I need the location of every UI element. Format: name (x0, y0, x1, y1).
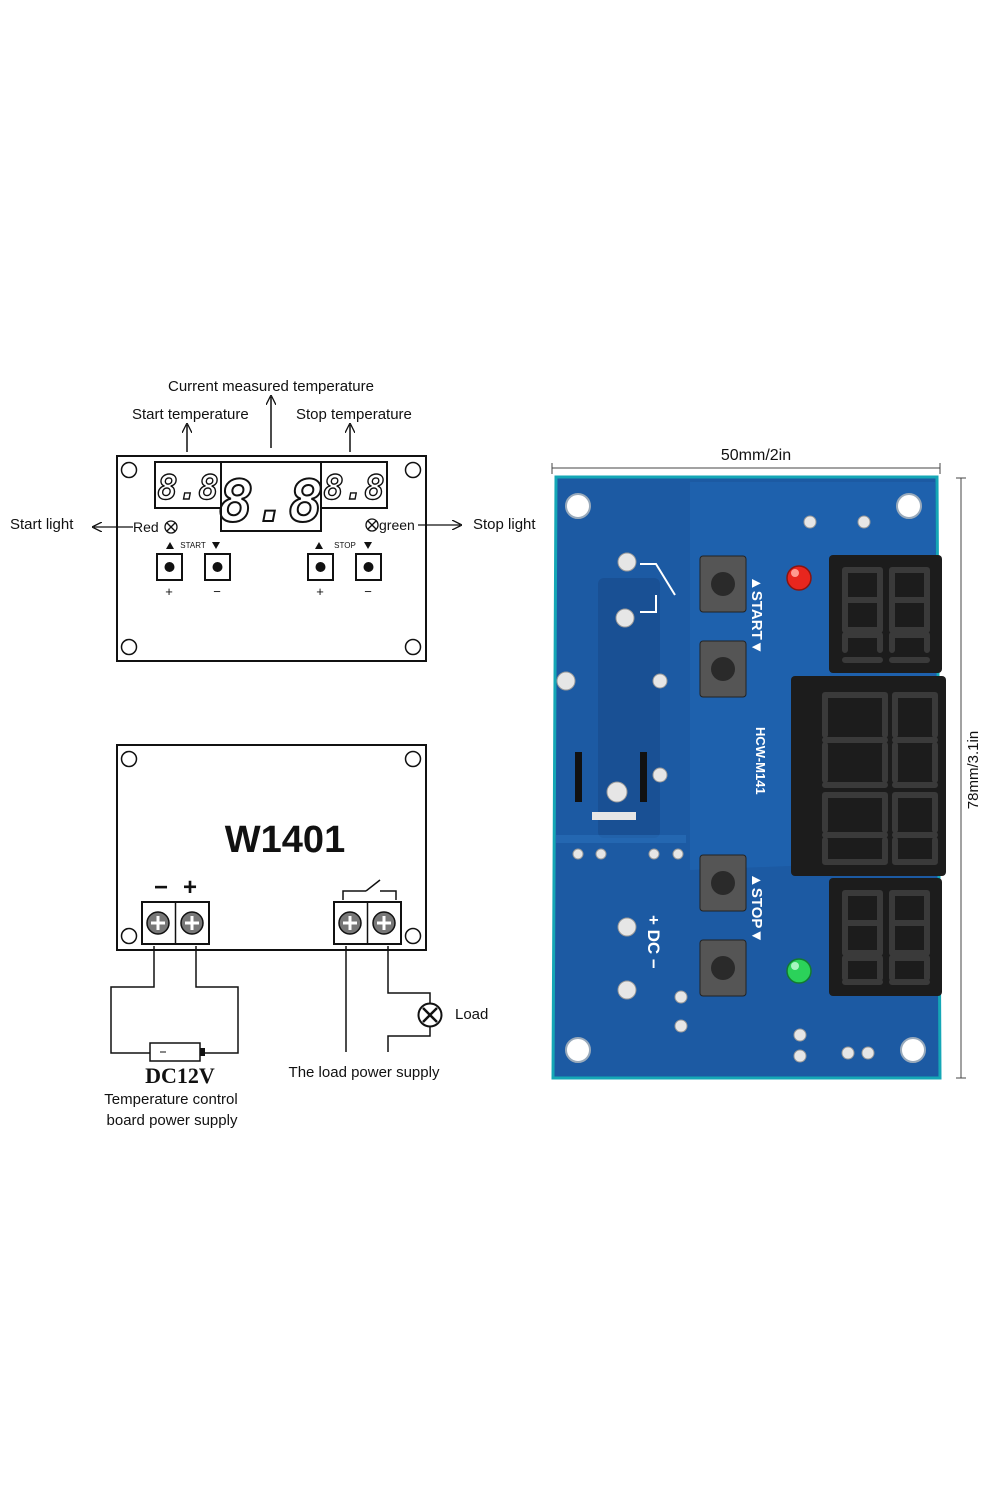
power-minus-sign: − (154, 874, 168, 901)
green-light-label: green (379, 517, 415, 533)
start-display-digits: 8.8 (157, 468, 218, 508)
pcb-start-display (829, 555, 942, 673)
pcb-current-display (791, 676, 946, 876)
red-light-icon (164, 520, 178, 534)
silkscreen-bar (592, 812, 636, 820)
stop-temperature-display (320, 461, 388, 509)
power-supply-label-line1: Temperature control (104, 1091, 237, 1108)
mount-hole (404, 927, 422, 945)
start-minus-sign: − (213, 584, 221, 599)
terminal-screw-icon (180, 911, 204, 935)
mount-hole (120, 638, 138, 656)
model-number: W1401 (225, 819, 345, 861)
start-temperature-label: Start temperature (132, 406, 249, 423)
width-dimension-label: 50mm/2in (721, 447, 791, 464)
stop-down-triangle (364, 542, 372, 549)
stop-plus-sign: + (316, 584, 324, 599)
stop-minus-sign: − (364, 584, 372, 599)
mount-hole (404, 750, 422, 768)
relay-silkscreen (640, 563, 676, 613)
trace-slot (640, 752, 647, 802)
pcb-model-label: HCW-M141 (753, 727, 768, 795)
stop-temperature-label: Stop temperature (296, 406, 412, 423)
pcb-stop-label: ▲STOP▼ (748, 873, 765, 943)
board-photo: 50mm/2in 78mm/3.1in (551, 447, 982, 1080)
pcb-mount-hole (565, 493, 591, 519)
battery-icon (149, 1042, 205, 1062)
start-up-triangle (166, 542, 174, 549)
pcb-green-led (786, 958, 812, 984)
pcb-dc-label: + DC − (644, 915, 663, 969)
button-dot (212, 562, 223, 572)
current-display-digits: 8.8 (219, 467, 324, 535)
pcb-stop-display (829, 878, 942, 996)
load-wires (345, 946, 431, 1052)
button-dot (363, 562, 374, 572)
pcb-start-label: ▲START▼ (748, 576, 765, 655)
pcb-mount-hole (565, 1037, 591, 1063)
current-measured-temperature-label: Current measured temperature (168, 378, 374, 395)
mount-hole (404, 638, 422, 656)
load-power-supply-label: The load power supply (289, 1064, 440, 1081)
mount-hole (120, 750, 138, 768)
pcb-tactile-buttons (699, 555, 747, 997)
start-light-label: Start light (10, 516, 74, 533)
stop-display-digits: 8.8 (323, 468, 384, 508)
button-dot (164, 562, 175, 572)
load-label: Load (455, 1006, 488, 1023)
height-dimension-label: 78mm/3.1in (965, 731, 982, 809)
pcb-displays (791, 555, 946, 996)
load-lamp-icon (417, 1002, 443, 1028)
terminal-screw-icon (146, 911, 170, 935)
mount-hole (404, 461, 422, 479)
top-panel-diagram: 8.8 8.8 8.8 Red green START + − (94, 397, 460, 662)
dc-voltage-label: DC12V (145, 1063, 215, 1088)
pcb-mount-hole (896, 493, 922, 519)
current-temperature-display (220, 461, 322, 532)
mount-hole (120, 927, 138, 945)
terminal-screw-icon (372, 911, 396, 935)
red-light-label: Red (133, 519, 159, 535)
start-plus-sign: + (165, 584, 173, 599)
pcb-red-led (786, 565, 812, 591)
button-dot (315, 562, 326, 572)
bottom-wiring-diagram: W1401 − + (104, 744, 488, 1129)
power-plus-sign: + (183, 874, 197, 901)
stop-up-triangle (315, 542, 323, 549)
start-buttons-label: START (180, 541, 206, 550)
start-down-triangle (212, 542, 220, 549)
power-supply-label-line2: board power supply (107, 1112, 238, 1129)
power-supply-wires (110, 946, 239, 1054)
solder-pads (556, 515, 875, 1063)
relay-switch-icon (342, 879, 397, 900)
green-light-icon (365, 518, 379, 532)
trace-slot (575, 752, 582, 802)
stop-light-label: Stop light (473, 516, 536, 533)
mount-hole (120, 461, 138, 479)
pcb-mount-hole (900, 1037, 926, 1063)
stop-buttons-label: STOP (334, 541, 356, 550)
terminal-screw-icon (338, 911, 362, 935)
